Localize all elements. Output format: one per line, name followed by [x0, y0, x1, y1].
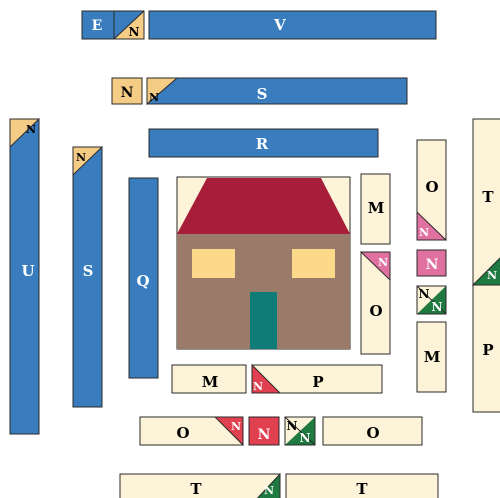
- piece-corner-label: N: [264, 484, 274, 497]
- piece-n-green-right: NN: [417, 286, 446, 314]
- piece-split-label: N: [432, 300, 443, 314]
- piece-n-tan: N: [112, 78, 142, 104]
- piece-q: Q: [129, 178, 158, 378]
- piece-label: P: [482, 341, 493, 359]
- piece-label: O: [425, 178, 438, 196]
- piece-body: [149, 11, 436, 39]
- piece-label: S: [257, 85, 268, 103]
- piece-label: V: [273, 16, 286, 34]
- piece-label: N: [129, 25, 140, 39]
- piece-label: T: [482, 188, 494, 206]
- piece-split-label: N: [300, 431, 311, 445]
- piece-u: NU: [10, 119, 39, 434]
- piece-label: N: [419, 287, 430, 301]
- piece-o-bottom-left: NO: [140, 417, 243, 445]
- piece-corner-label: N: [76, 151, 86, 164]
- piece-label: O: [369, 302, 382, 320]
- piece-corner-label: N: [253, 380, 263, 393]
- piece-label: O: [176, 424, 189, 442]
- piece-o-right: NO: [417, 140, 446, 240]
- piece-label: E: [92, 18, 103, 34]
- piece-m-right: M: [417, 322, 446, 392]
- piece-o-mid: NO: [361, 252, 390, 354]
- piece-s-left: NS: [73, 147, 102, 407]
- piece-t-right: NT: [473, 119, 500, 285]
- piece-o-bottom-right: O: [323, 417, 422, 445]
- house-window-right: [292, 249, 335, 278]
- piece-label: M: [424, 348, 441, 366]
- piece-label: N: [287, 419, 298, 433]
- piece-body: [147, 78, 407, 104]
- piece-label: S: [83, 262, 94, 280]
- piece-corner-label: N: [487, 269, 497, 282]
- piece-e: E: [82, 11, 114, 39]
- piece-label: R: [256, 135, 269, 153]
- house-roof: [177, 178, 350, 234]
- piece-label: M: [202, 373, 219, 391]
- piece-t-bottom-right: T: [286, 474, 438, 498]
- piece-p-right: P: [473, 285, 500, 412]
- piece-label: T: [190, 480, 202, 498]
- piece-label: N: [121, 85, 134, 101]
- piece-v: V: [149, 11, 436, 39]
- house-door: [250, 292, 277, 349]
- piece-label: Q: [136, 272, 149, 290]
- piece-t-bottom-left: NT: [120, 474, 280, 498]
- piece-label: U: [21, 262, 34, 280]
- piece-corner-label: N: [419, 226, 429, 239]
- house-window-left: [192, 249, 235, 278]
- piece-n-pink: N: [417, 250, 446, 276]
- piece-n-red: N: [249, 417, 279, 445]
- piece-corner-label: N: [149, 91, 159, 104]
- piece-label: M: [368, 199, 385, 217]
- piece-m-top: M: [361, 174, 390, 244]
- piece-n-green-bottom: NN: [285, 417, 315, 445]
- piece-label: O: [366, 424, 379, 442]
- piece-r: R: [149, 129, 378, 157]
- house-picture: [177, 177, 350, 349]
- piece-label: T: [356, 480, 368, 498]
- piece-n-e: N: [114, 11, 144, 39]
- piece-corner-label: N: [231, 420, 241, 433]
- piece-corner-label: N: [378, 256, 388, 269]
- piece-label: P: [312, 373, 323, 391]
- piece-label: N: [258, 427, 271, 443]
- piece-label: N: [426, 257, 439, 273]
- piece-m-bottom: M: [172, 365, 246, 393]
- piece-corner-label: N: [26, 123, 36, 136]
